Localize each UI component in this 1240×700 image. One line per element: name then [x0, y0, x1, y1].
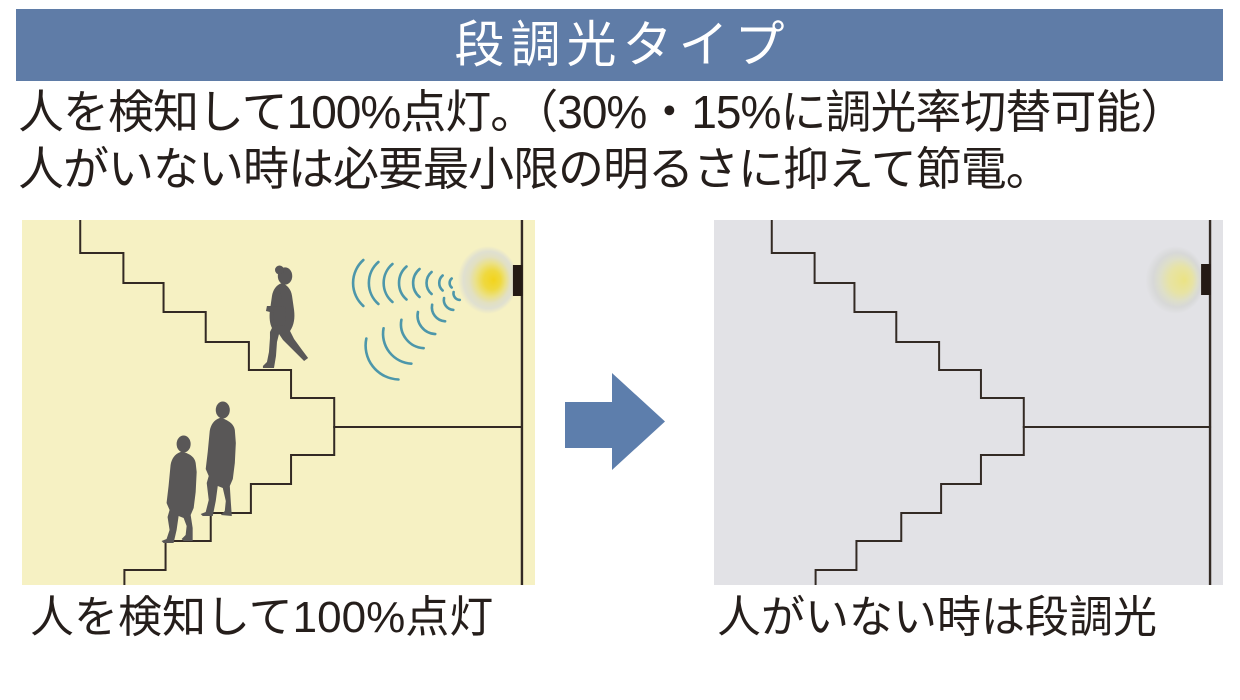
- wave-fan-horizontal: [351, 258, 453, 308]
- intro-text: 人を検知して100%点灯。（30%・15%に調光率切替可能） 人がいない時は必要…: [18, 84, 1233, 198]
- person-silhouette-icon-lower: [161, 435, 197, 543]
- right-arrow-icon: [565, 373, 665, 470]
- page-title: 段調光タイプ: [454, 17, 791, 73]
- scene-light-on: [22, 220, 535, 585]
- caption-detected: 人を検知して100%点灯: [30, 593, 494, 642]
- sensor-light-bright-icon: [457, 246, 523, 314]
- transition-arrow: [565, 373, 665, 470]
- scene-light-dimmed: [714, 220, 1223, 585]
- light-mount: [512, 265, 523, 296]
- wave-fan-diagonal: [364, 290, 462, 381]
- caption-empty: 人がいない時は段調光: [717, 593, 1157, 642]
- intro-line-1: 人を検知して100%点灯。（30%・15%に調光率切替可能）: [18, 86, 1186, 138]
- person-silhouette-icon-middle: [200, 401, 236, 516]
- light-mount: [1201, 264, 1211, 295]
- panel-detected: [22, 220, 535, 585]
- stairwell-background: [714, 220, 1223, 585]
- phone-in-hand: [265, 290, 283, 313]
- hand-bag: [272, 306, 287, 326]
- person-silhouette-icon-top: [262, 265, 309, 368]
- panel-empty: [714, 220, 1223, 585]
- header-banner: 段調光タイプ: [16, 9, 1223, 81]
- sensor-light-dim-icon: [1145, 246, 1211, 314]
- intro-line-2: 人がいない時は必要最小限の明るさに抑えて節電。: [18, 143, 1052, 195]
- detection-waves-icon: [351, 258, 462, 381]
